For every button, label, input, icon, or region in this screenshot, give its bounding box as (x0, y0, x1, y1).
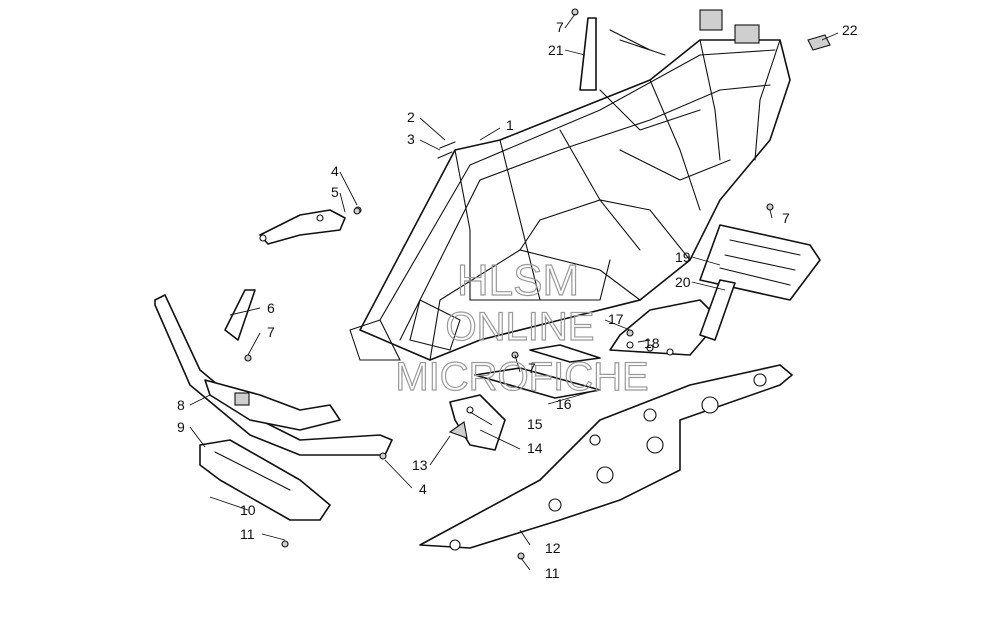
callout-3: 3 (407, 131, 415, 147)
callout-7: 7 (556, 19, 564, 35)
bracket-14-15 (449, 394, 506, 451)
callout-7: 7 (782, 210, 790, 226)
watermark-line-2: ONLINE (446, 305, 595, 349)
frame-plate-16 (474, 367, 601, 399)
callout-2: 2 (407, 109, 415, 125)
fastener-13 (448, 421, 468, 439)
callout-14: 14 (527, 440, 543, 456)
callout-11: 11 (240, 526, 255, 542)
callout-17: 17 (608, 311, 624, 327)
leader-lines (189, 13, 839, 571)
callout-7: 7 (528, 360, 536, 376)
watermark-line-3: MICROFICHE (395, 355, 648, 399)
callout-1: 1 (506, 117, 514, 133)
callout-13: 13 (412, 457, 428, 473)
main-skid-plate (419, 364, 793, 551)
callout-labels: 1 2 3 4 4 5 6 7 7 7 7 8 9 10 11 11 12 13… (177, 19, 858, 581)
callout-6: 6 (267, 300, 275, 316)
frame-plate-small (529, 344, 601, 363)
callout-10: 10 (240, 502, 256, 518)
callout-19: 19 (675, 249, 691, 265)
callout-16: 16 (556, 396, 572, 412)
left-bracket (259, 206, 362, 245)
skid-plate-front (199, 439, 331, 521)
strap-21 (579, 17, 597, 91)
callout-22: 22 (842, 22, 858, 38)
callout-9: 9 (177, 419, 185, 435)
callout-4: 4 (331, 163, 339, 179)
part-22 (807, 34, 831, 51)
callout-18: 18 (644, 335, 660, 351)
clip-part-2-3 (437, 141, 456, 159)
watermark-line-1: HLSM (457, 256, 579, 305)
callout-7: 7 (267, 324, 275, 340)
front-bumper (154, 289, 393, 456)
watermark: HLSM ONLINE MICROFICHE (395, 255, 650, 399)
callout-4: 4 (419, 481, 427, 497)
main-frame (349, 9, 791, 361)
callout-8: 8 (177, 397, 185, 413)
callout-12: 12 (545, 540, 561, 556)
callout-20: 20 (675, 274, 691, 290)
callout-21: 21 (548, 42, 564, 58)
right-bracket (609, 279, 736, 356)
callout-5: 5 (331, 184, 339, 200)
callout-15: 15 (527, 416, 543, 432)
callout-11: 11 (545, 565, 560, 581)
